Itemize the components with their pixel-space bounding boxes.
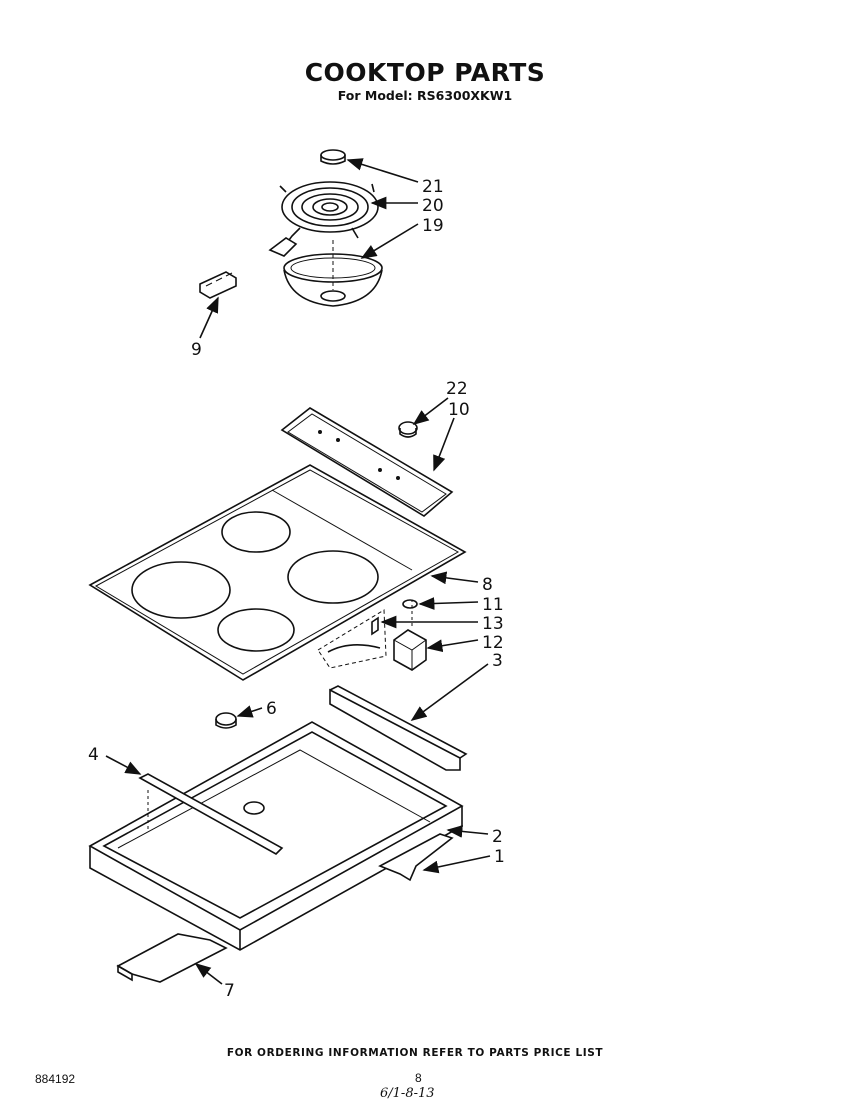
ordering-note: FOR ORDERING INFORMATION REFER TO PARTS … xyxy=(226,1047,604,1059)
infinite-switch-part xyxy=(393,600,427,671)
callout-4: 4 xyxy=(88,745,99,765)
clip-part xyxy=(371,616,379,636)
callout-12: 12 xyxy=(482,633,504,653)
center-cap-part xyxy=(320,149,346,165)
cooktop-panel-part xyxy=(88,464,467,681)
washer-part xyxy=(402,599,418,609)
control-panel-part xyxy=(280,407,454,517)
callout-3: 3 xyxy=(492,651,503,671)
wire-harness-part xyxy=(317,609,387,669)
callout-20: 20 xyxy=(422,196,444,216)
handwritten-note: 6/1-8-13 xyxy=(380,1086,435,1101)
control-knob-part xyxy=(398,421,418,438)
callout-21: 21 xyxy=(422,177,444,197)
callout-11: 11 xyxy=(482,595,504,615)
model-subtitle: For Model: RS6300XKW1 xyxy=(337,88,513,103)
page-number: 8 xyxy=(415,1071,422,1085)
grommet-part xyxy=(215,712,237,729)
side-bracket-part xyxy=(378,833,454,882)
callout-leaders xyxy=(105,158,491,985)
callout-13: 13 xyxy=(482,614,504,634)
document-number: 884192 xyxy=(35,1072,76,1086)
base-pan-part xyxy=(88,721,464,951)
callout-1: 1 xyxy=(494,847,505,867)
rear-bracket-part xyxy=(329,685,468,771)
terminal-block-part xyxy=(199,271,237,299)
callout-7: 7 xyxy=(224,981,235,1001)
callout-2: 2 xyxy=(492,827,503,847)
callout-labels: 21 20 19 9 22 10 8 11 13 12 3 6 4 2 1 7 xyxy=(88,177,505,1001)
callout-9: 9 xyxy=(191,340,202,360)
callout-22: 22 xyxy=(446,379,468,399)
lower-support-part xyxy=(116,933,228,983)
callout-6: 6 xyxy=(266,699,277,719)
drip-pan-part xyxy=(283,240,383,307)
callout-19: 19 xyxy=(422,216,444,236)
callout-8: 8 xyxy=(482,575,493,595)
surface-element-part xyxy=(268,181,379,257)
callout-10: 10 xyxy=(448,400,470,420)
page-title: COOKTOP PARTS xyxy=(304,58,546,87)
cross-brace-part xyxy=(138,773,284,855)
